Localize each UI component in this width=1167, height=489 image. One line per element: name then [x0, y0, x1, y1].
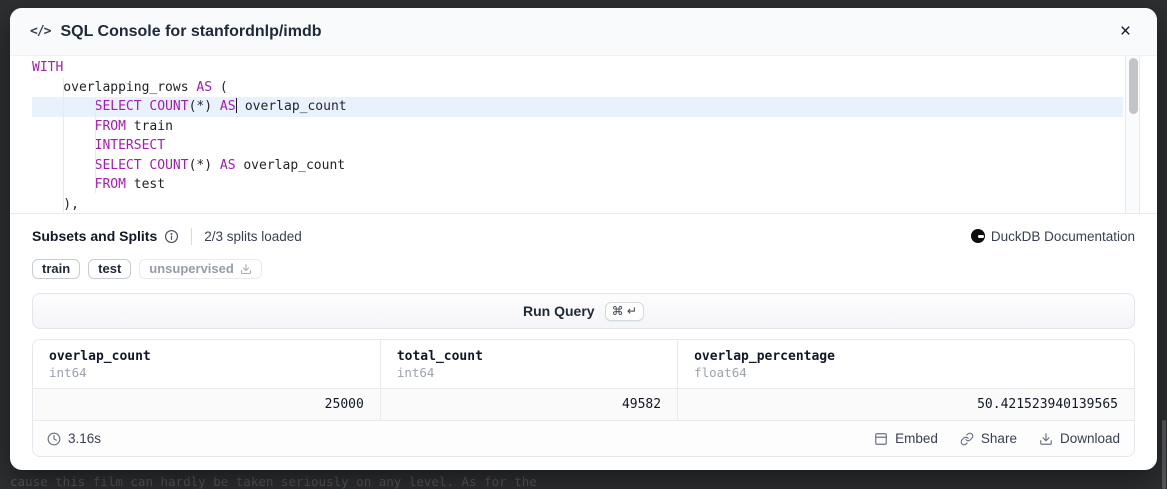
results-table: overlap_count int64 total_count int64 ov…	[32, 339, 1135, 457]
download-button[interactable]: Download	[1039, 431, 1120, 446]
code-line: FROM test	[94, 177, 166, 192]
page-scrollbar[interactable]	[1162, 420, 1166, 489]
embed-label: Embed	[895, 431, 938, 446]
download-icon	[1039, 432, 1053, 446]
column-name: overlap_percentage	[694, 349, 835, 364]
duckdb-documentation-label: DuckDB Documentation	[990, 228, 1135, 244]
share-label: Share	[980, 431, 1017, 446]
indent-guide	[63, 78, 65, 212]
modal-header: </> SQL Console for stanfordnlp/imdb ×	[10, 8, 1157, 56]
column-name: total_count	[396, 349, 483, 364]
duckdb-logo-icon	[970, 229, 985, 243]
code-line: INTERSECT	[94, 138, 166, 153]
run-query-label: Run Query	[523, 303, 595, 319]
elapsed-time: 3.16s	[47, 431, 101, 446]
subsets-splits-row: Subsets and Splits 2/3 splits loaded Duc…	[10, 224, 1157, 248]
code-line: WITH	[32, 60, 64, 75]
split-chip-unsupervised[interactable]: unsupervised	[139, 259, 262, 279]
table-cell: 25000	[324, 397, 364, 412]
indent-guide	[94, 97, 96, 193]
splits-chips-row: train test unsupervised	[10, 257, 1157, 281]
text-cursor	[235, 98, 238, 113]
split-chip-unsupervised-label: unsupervised	[149, 261, 234, 276]
column-type: int64	[49, 365, 87, 380]
close-button[interactable]: ×	[1114, 18, 1137, 45]
table-cell: 50.421523940139565	[677, 389, 1134, 420]
column-type: int64	[396, 365, 435, 380]
subsets-splits-title: Subsets and Splits	[32, 228, 158, 244]
duckdb-documentation-link[interactable]: DuckDB Documentation	[970, 228, 1135, 244]
sql-editor[interactable]: WITH overlapping_rows AS ( SELECT COUNT(…	[10, 56, 1157, 214]
footer-actions: Embed Share	[874, 431, 1120, 446]
code-line: ),	[32, 196, 79, 212]
run-query-button[interactable]: Run Query ⌘ ↵	[32, 293, 1135, 329]
split-chip-train[interactable]: train	[32, 259, 81, 279]
code-line: FROM train	[94, 118, 173, 134]
splits-loaded-text: 2/3 splits loaded	[204, 228, 302, 244]
column-header: overlap_percentage float64	[677, 340, 1134, 388]
code-line: SELECT COUNT(*) AS overlap_count	[32, 97, 1123, 117]
sql-console-modal: </> SQL Console for stanfordnlp/imdb × W…	[10, 8, 1157, 470]
column-type: float64	[694, 365, 747, 380]
results-footer: 3.16s Embed	[33, 420, 1134, 456]
background-page-text: cause this film can hardly be taken seri…	[10, 474, 537, 489]
clock-icon	[47, 432, 61, 446]
table-cell: 49582	[379, 389, 677, 420]
code-area[interactable]: WITH overlapping_rows AS ( SELECT COUNT(…	[10, 56, 1157, 213]
table-header-row: overlap_count int64 total_count int64 ov…	[33, 340, 1134, 388]
download-label: Download	[1059, 431, 1120, 446]
code-icon: </>	[30, 24, 52, 39]
divider	[191, 227, 193, 245]
code-line: SELECT COUNT(*) AS overlap_count	[94, 157, 346, 173]
embed-icon	[874, 432, 888, 446]
keyboard-shortcut-badge: ⌘ ↵	[604, 301, 644, 321]
column-header: total_count int64	[379, 340, 678, 388]
code-line: overlapping_rows AS (	[32, 79, 228, 95]
column-name: overlap_count	[49, 349, 151, 364]
table-row: 25000 49582 50.421523940139565	[33, 388, 1134, 420]
split-chip-test[interactable]: test	[88, 259, 132, 279]
download-icon	[240, 263, 252, 275]
embed-button[interactable]: Embed	[874, 431, 938, 446]
link-icon	[960, 432, 974, 446]
info-icon[interactable]	[164, 229, 179, 244]
elapsed-time-value: 3.16s	[68, 431, 102, 446]
editor-scrollbar[interactable]	[1125, 56, 1140, 213]
page-title: SQL Console for stanfordnlp/imdb	[60, 22, 322, 40]
column-header: overlap_count int64	[33, 340, 380, 388]
scrollbar-thumb[interactable]	[1129, 58, 1138, 114]
share-button[interactable]: Share	[960, 431, 1017, 446]
